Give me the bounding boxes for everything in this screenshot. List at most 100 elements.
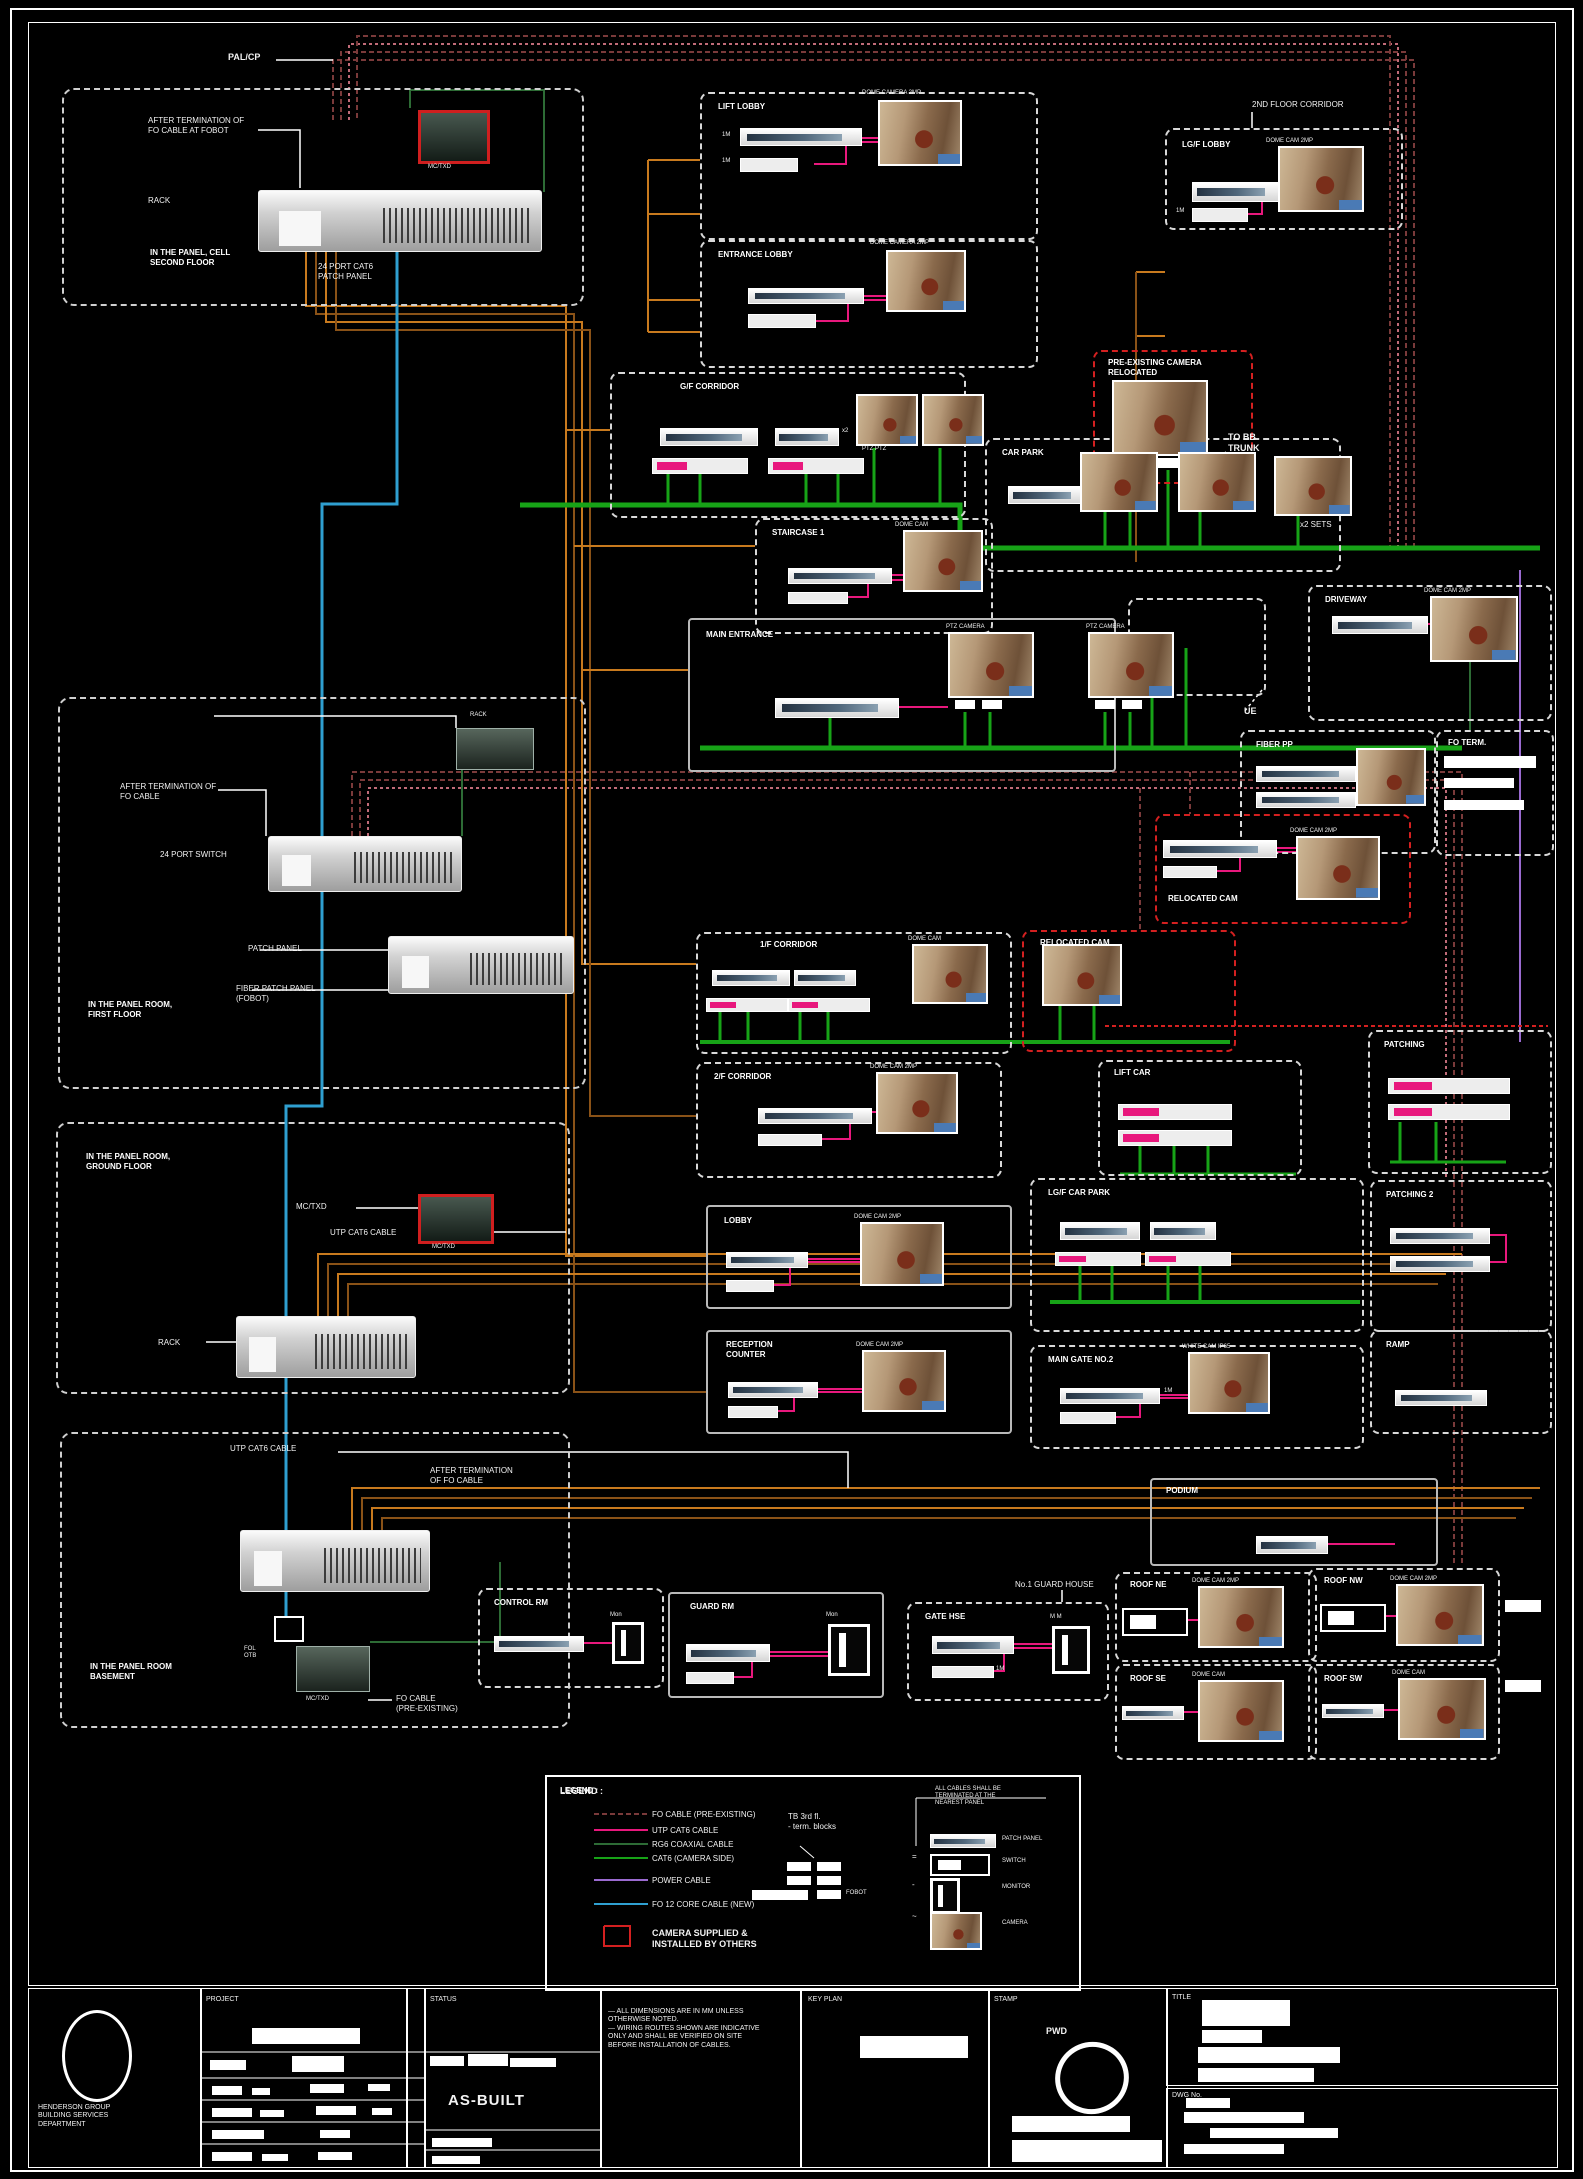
utp-bsmt — [351, 1487, 1540, 1530]
monitor-control-label: Mon — [610, 1612, 622, 1618]
legend-title: LEGEND : — [560, 1786, 604, 1796]
note-bar — [1444, 756, 1536, 768]
camera-roof-4 — [1398, 1678, 1486, 1740]
legend-camera-sample — [930, 1912, 982, 1950]
leader-note: RACK — [158, 1338, 181, 1347]
fo-bundle-top — [348, 43, 1399, 548]
legend-center-note: TB 3rd fl. - term. blocks — [788, 1812, 837, 1831]
cambox-main-entrance-label: MAIN ENTRANCE — [706, 630, 774, 639]
legend-sample-label: MONITOR — [1002, 1884, 1031, 1890]
legend-sample-label: SWITCH — [1002, 1858, 1026, 1864]
stamp-text: PWD — [1046, 2026, 1067, 2036]
cambox-roof-2-label: ROOF NW — [1324, 1576, 1363, 1585]
wire — [799, 1845, 815, 1859]
cambox-2f-corridor-label: 2/F CORRIDOR — [714, 1072, 772, 1081]
encoder-unit — [1122, 1608, 1188, 1636]
legend-item: FO 12 CORE CABLE (NEW) — [652, 1900, 755, 1909]
cambox-lift-lobby-label: LIFT LOBBY — [718, 102, 766, 111]
tb-bar — [212, 2108, 252, 2117]
tb-bar — [510, 2058, 556, 2067]
camera-fiber-pp — [1356, 748, 1426, 806]
wire — [214, 715, 457, 728]
fo-riser-blue — [284, 240, 399, 1616]
utp-bsmt — [361, 1497, 1532, 1530]
titleblock-title-section — [1166, 1988, 1558, 2086]
patch-cord-bar-label: 1M — [722, 158, 731, 164]
project-caption: PROJECT — [206, 1996, 239, 2003]
utp-riser — [335, 250, 696, 1117]
cambox-patch-right-2-label: PATCHING 2 — [1386, 1190, 1434, 1199]
patch-cord-bar — [1060, 1412, 1116, 1424]
tb-bar — [252, 2028, 360, 2044]
titleblock-keyplan-section — [800, 1988, 990, 2168]
patch-panel-bar — [748, 288, 864, 304]
fo-bundle-top — [340, 51, 1407, 548]
camera-roof-1-label: DOME CAM 2MP — [1192, 1578, 1240, 1584]
titleblock-notes-section — [600, 1988, 802, 2168]
cambox-entrance-lobby — [700, 240, 1038, 368]
cambox-control — [478, 1588, 664, 1688]
wire — [732, 1655, 828, 1678]
fo-bundle-mid — [351, 771, 1463, 1565]
patch-panel-bar — [740, 128, 862, 146]
patch-cord-bar — [726, 1280, 774, 1292]
patch-cord-pink — [1145, 1252, 1231, 1266]
tb-bar — [1202, 2030, 1262, 2043]
notes-box-label: FO TERM. — [1448, 738, 1487, 747]
monitor-guard-label: Mon — [826, 1612, 838, 1618]
camera-roof-2 — [1396, 1584, 1484, 1646]
zone-basement — [60, 1432, 570, 1728]
patch-cord-pink — [1388, 1078, 1510, 1094]
patch-panel-bar — [712, 970, 790, 986]
utp-riser — [305, 250, 706, 1257]
patch-panel-bar — [726, 1252, 808, 1268]
notes-box — [1436, 730, 1554, 856]
cambox-reception-label: RECEPTION COUNTER — [726, 1340, 773, 1359]
tb-bar — [368, 2084, 390, 2091]
wire — [772, 1261, 860, 1286]
cambox-roof-3 — [1115, 1664, 1317, 1760]
patch-panel-bar — [660, 428, 758, 446]
tb-bar — [1198, 2068, 1314, 2082]
camera-relocated-2-label: DOME CAM 2MP — [1290, 828, 1338, 834]
cambox-ramp-label: RAMP — [1386, 1340, 1410, 1349]
note-bar — [1505, 1600, 1541, 1612]
cambox-relocated-1 — [1093, 350, 1253, 484]
leader-note: 24 PORT CAT6 PATCH PANEL — [318, 262, 374, 281]
legend-fobot-bar — [752, 1890, 808, 1900]
tb-bar — [212, 2152, 252, 2161]
tb-bar — [292, 2056, 344, 2072]
tb-bar — [1202, 2000, 1290, 2026]
monitor-guard — [828, 1624, 870, 1676]
patch-cord-bar — [1192, 208, 1248, 222]
utp-bsmt — [371, 1507, 1524, 1530]
patch-cord-bar — [686, 1672, 734, 1684]
wire — [814, 141, 878, 165]
camera-reception — [862, 1350, 946, 1412]
zone-first-floor — [58, 697, 586, 1089]
green-bus-1 — [520, 502, 1540, 551]
patch-cord-pink — [1388, 1104, 1510, 1120]
tb-bar — [432, 2138, 492, 2147]
legend-item: POWER CABLE — [652, 1876, 711, 1885]
patch-cord-bar-label: 1M — [996, 1666, 1005, 1672]
titleblock-stamp-section — [988, 1988, 1168, 2168]
patch-panel-bar — [1163, 840, 1277, 858]
titleblock-status-section — [424, 1988, 602, 2168]
zone-ground-floor — [56, 1122, 570, 1394]
patch-panel-bar — [1150, 1222, 1216, 1240]
monitor-control — [612, 1622, 644, 1664]
cambox-relocated-3-label: RELOCATED CAM — [1040, 938, 1110, 947]
cambox-guard-room — [668, 1592, 884, 1698]
patch-panel-bar — [932, 1636, 1014, 1654]
note-bar — [1505, 1680, 1541, 1692]
camera-carpark-1 — [1080, 452, 1158, 512]
drawing-border — [28, 22, 1556, 1986]
tb-bar — [212, 2130, 264, 2139]
cambox-1f-corridor-label: 1/F CORRIDOR — [760, 940, 818, 949]
camera-2f — [876, 1072, 958, 1134]
cambox-gate-house-label: GATE HSE — [925, 1612, 966, 1621]
media-converter-bsmt-label: MC/TXD — [306, 1696, 329, 1702]
fo-bundle-top — [332, 59, 1415, 548]
